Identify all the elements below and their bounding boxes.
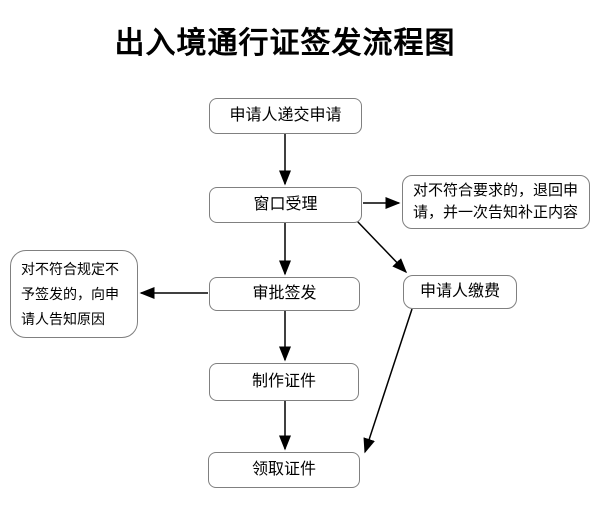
flow-edge-fee-to-collect xyxy=(363,308,413,454)
flow-node-window-acceptance: 窗口受理 xyxy=(209,187,362,223)
flow-node-collect-document: 领取证件 xyxy=(208,452,360,488)
flow-node-applicant-payment: 申请人缴费 xyxy=(403,275,517,309)
flow-edge-window-to-fee xyxy=(356,220,408,274)
flow-node-return-application-note: 对不符合要求的，退回申请，并一次告知补正内容 xyxy=(402,175,590,229)
flow-node-produce-document: 制作证件 xyxy=(209,363,359,401)
flow-node-notify-refusal-reason-note: 对不符合规定不予签发的，向申请人告知原因 xyxy=(10,250,138,338)
diagram-title: 出入境通行证签发流程图 xyxy=(114,27,456,60)
flow-node-approval-issuance: 审批签发 xyxy=(209,277,360,311)
flow-node-submit-application: 申请人递交申请 xyxy=(209,98,362,134)
